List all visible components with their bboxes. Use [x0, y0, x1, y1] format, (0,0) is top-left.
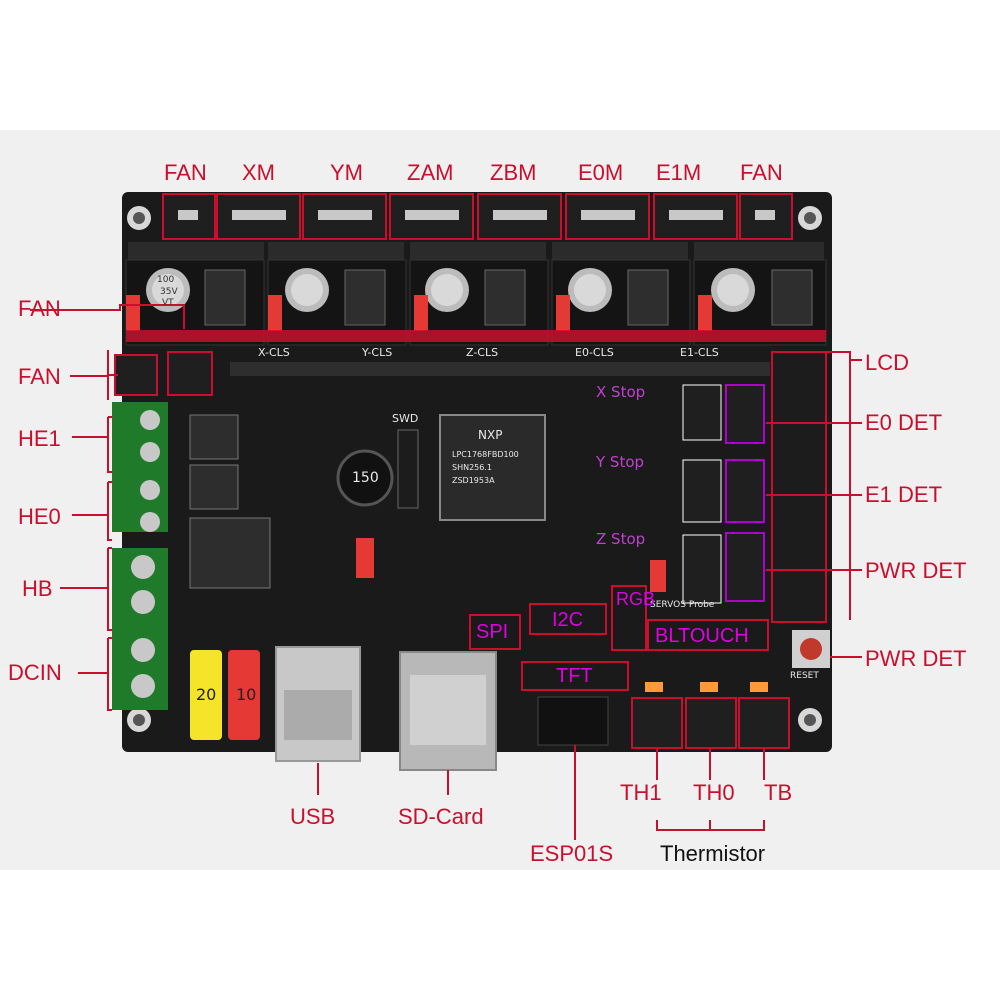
mounting-holes	[127, 206, 822, 732]
mode-headers	[204, 269, 813, 326]
swd-header	[397, 429, 419, 509]
mcu-model: LPC1768FBD100	[452, 450, 519, 459]
silk-e0-cls: E0-CLS	[575, 346, 614, 359]
cap-value: 100	[157, 275, 175, 285]
reset-silk: RESET	[790, 671, 819, 681]
cls-pin-row	[230, 362, 770, 376]
screw-terminals	[112, 402, 168, 710]
swd-label: SWD	[392, 412, 419, 425]
mcu-code: ZSD1953A	[452, 476, 495, 485]
top-label-fan-1: FAN	[164, 160, 207, 185]
left-label-fan-1: FAN	[18, 296, 61, 321]
fuse-10	[228, 650, 260, 740]
fuse-20	[190, 650, 222, 740]
left-label-dcin: DCIN	[8, 660, 62, 685]
left-label-he1: HE1	[18, 426, 61, 451]
esp01s-header	[537, 696, 609, 746]
mcu-chip	[439, 414, 546, 521]
top-label-xm: XM	[242, 160, 275, 185]
interface-boxes	[469, 585, 769, 691]
left-label-he0: HE0	[18, 504, 61, 529]
fuse-20-label: 20	[196, 685, 217, 704]
bottom-label-th1: TH1	[620, 780, 662, 805]
cap-voltage: 35V	[160, 287, 178, 297]
right-label-lcd: LCD	[865, 350, 910, 375]
diagram-canvas: X-CLS Y-CLS Z-CLS E0-CLS E1-CLS NXP LPC1…	[0, 130, 1000, 870]
bottom-label-sd-card: SD-Card	[398, 804, 484, 829]
top-label-ym: YM	[330, 160, 363, 185]
i2c-label: I2C	[552, 609, 584, 631]
right-label-e1-det: E1 DET	[865, 482, 943, 507]
top-label-e0m: E0M	[578, 160, 624, 185]
fuse-10-label: 10	[236, 685, 257, 704]
connector-pins	[178, 210, 775, 220]
bottom-label-th0: TH0	[693, 780, 735, 805]
right-label-pwr-det-2: PWR DET	[865, 646, 967, 671]
mcu-batch: SHN256.1	[452, 463, 492, 472]
top-label-fan-2: FAN	[740, 160, 783, 185]
silk-e1-cls: E1-CLS	[680, 346, 719, 359]
x-stop-label: X Stop	[596, 383, 646, 401]
spi-label: SPI	[476, 621, 509, 643]
bottom-label-usb: USB	[290, 804, 336, 829]
red-jumpers	[126, 295, 712, 592]
fan-connectors-left	[114, 351, 213, 396]
top-label-zam: ZAM	[407, 160, 454, 185]
thermistor-connectors	[631, 697, 790, 749]
stop-connectors	[682, 384, 722, 604]
bottom-label-tb: TB	[764, 780, 793, 805]
tft-label: TFT	[556, 665, 593, 687]
silk-x-cls: X-CLS	[258, 346, 290, 359]
top-label-zbm: ZBM	[490, 160, 537, 185]
servos-probe-silk: SERVOS Probe	[650, 600, 715, 610]
driver-headers	[128, 242, 824, 260]
bottom-label-thermistor: Thermistor	[660, 841, 766, 866]
inductor	[336, 449, 394, 507]
cap-series: VT	[162, 298, 174, 308]
inductor-value: 150	[352, 470, 379, 486]
silk-y-cls: Y-CLS	[362, 346, 393, 359]
leds	[645, 682, 768, 692]
bottom-label-esp01s: ESP01S	[530, 841, 614, 866]
top-label-e1m: E1M	[656, 160, 702, 185]
lcd-header	[771, 351, 827, 623]
rgb-label: RGB	[616, 589, 656, 609]
silk-z-cls: Z-CLS	[466, 346, 499, 359]
driver-pin-row	[126, 330, 826, 342]
z-stop-label: Z Stop	[596, 530, 646, 548]
mcu-brand: NXP	[478, 428, 503, 442]
capacitors	[146, 268, 755, 312]
right-label-e0-det: E0 DET	[865, 410, 943, 435]
det-connectors	[725, 384, 765, 602]
left-label-hb: HB	[22, 576, 53, 601]
board-drawing	[30, 192, 862, 840]
right-label-pwr-det-1: PWR DET	[865, 558, 967, 583]
leader-lines	[30, 304, 862, 840]
mosfets	[189, 414, 271, 589]
left-label-fan-2: FAN	[18, 364, 61, 389]
bltouch-label: BLTOUCH	[655, 625, 749, 647]
y-stop-label: Y Stop	[596, 453, 645, 471]
